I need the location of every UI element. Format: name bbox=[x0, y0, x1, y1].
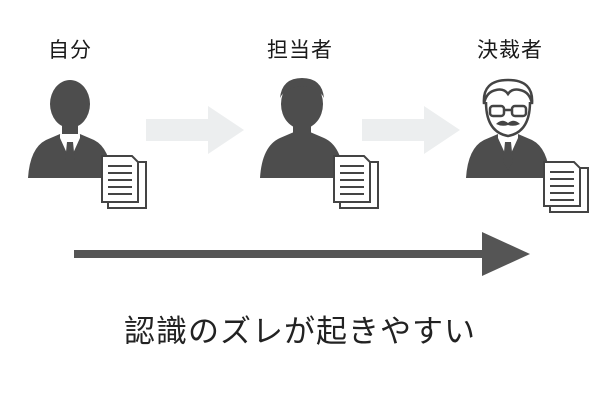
long-arrow-right-icon bbox=[74, 228, 530, 280]
arrow-right-icon bbox=[146, 106, 244, 154]
person-glasses-mustache-icon bbox=[466, 78, 589, 213]
caption-text: 認識のズレが起きやすい bbox=[124, 314, 476, 350]
person-suit-tie-icon bbox=[28, 80, 147, 209]
self-figure bbox=[26, 78, 147, 214]
document-icon bbox=[101, 155, 147, 209]
approver-figure bbox=[464, 78, 589, 214]
role-label-self: 自分 bbox=[48, 38, 92, 62]
arrow-right-icon bbox=[362, 106, 460, 154]
role-label-approver: 決裁者 bbox=[477, 38, 543, 62]
document-icon bbox=[543, 161, 589, 213]
document-icon bbox=[333, 155, 379, 209]
role-label-person-in-charge: 担当者 bbox=[267, 38, 333, 62]
person-silhouette-icon bbox=[260, 78, 379, 209]
person-in-charge-figure bbox=[258, 78, 379, 214]
